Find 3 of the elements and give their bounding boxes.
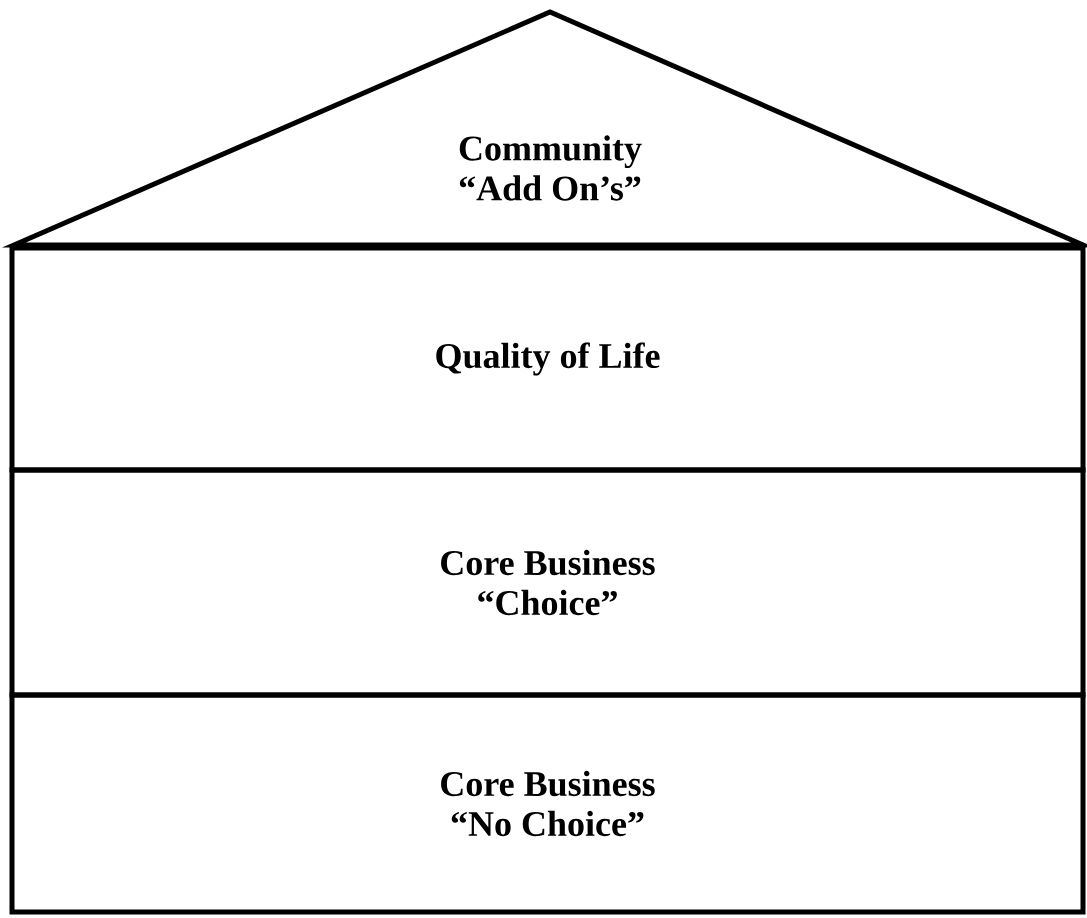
band-box: Quality of Life	[9, 245, 1086, 473]
band-box: Core Business “No Choice”	[9, 692, 1086, 915]
band-box: Core Business “Choice”	[9, 467, 1086, 698]
